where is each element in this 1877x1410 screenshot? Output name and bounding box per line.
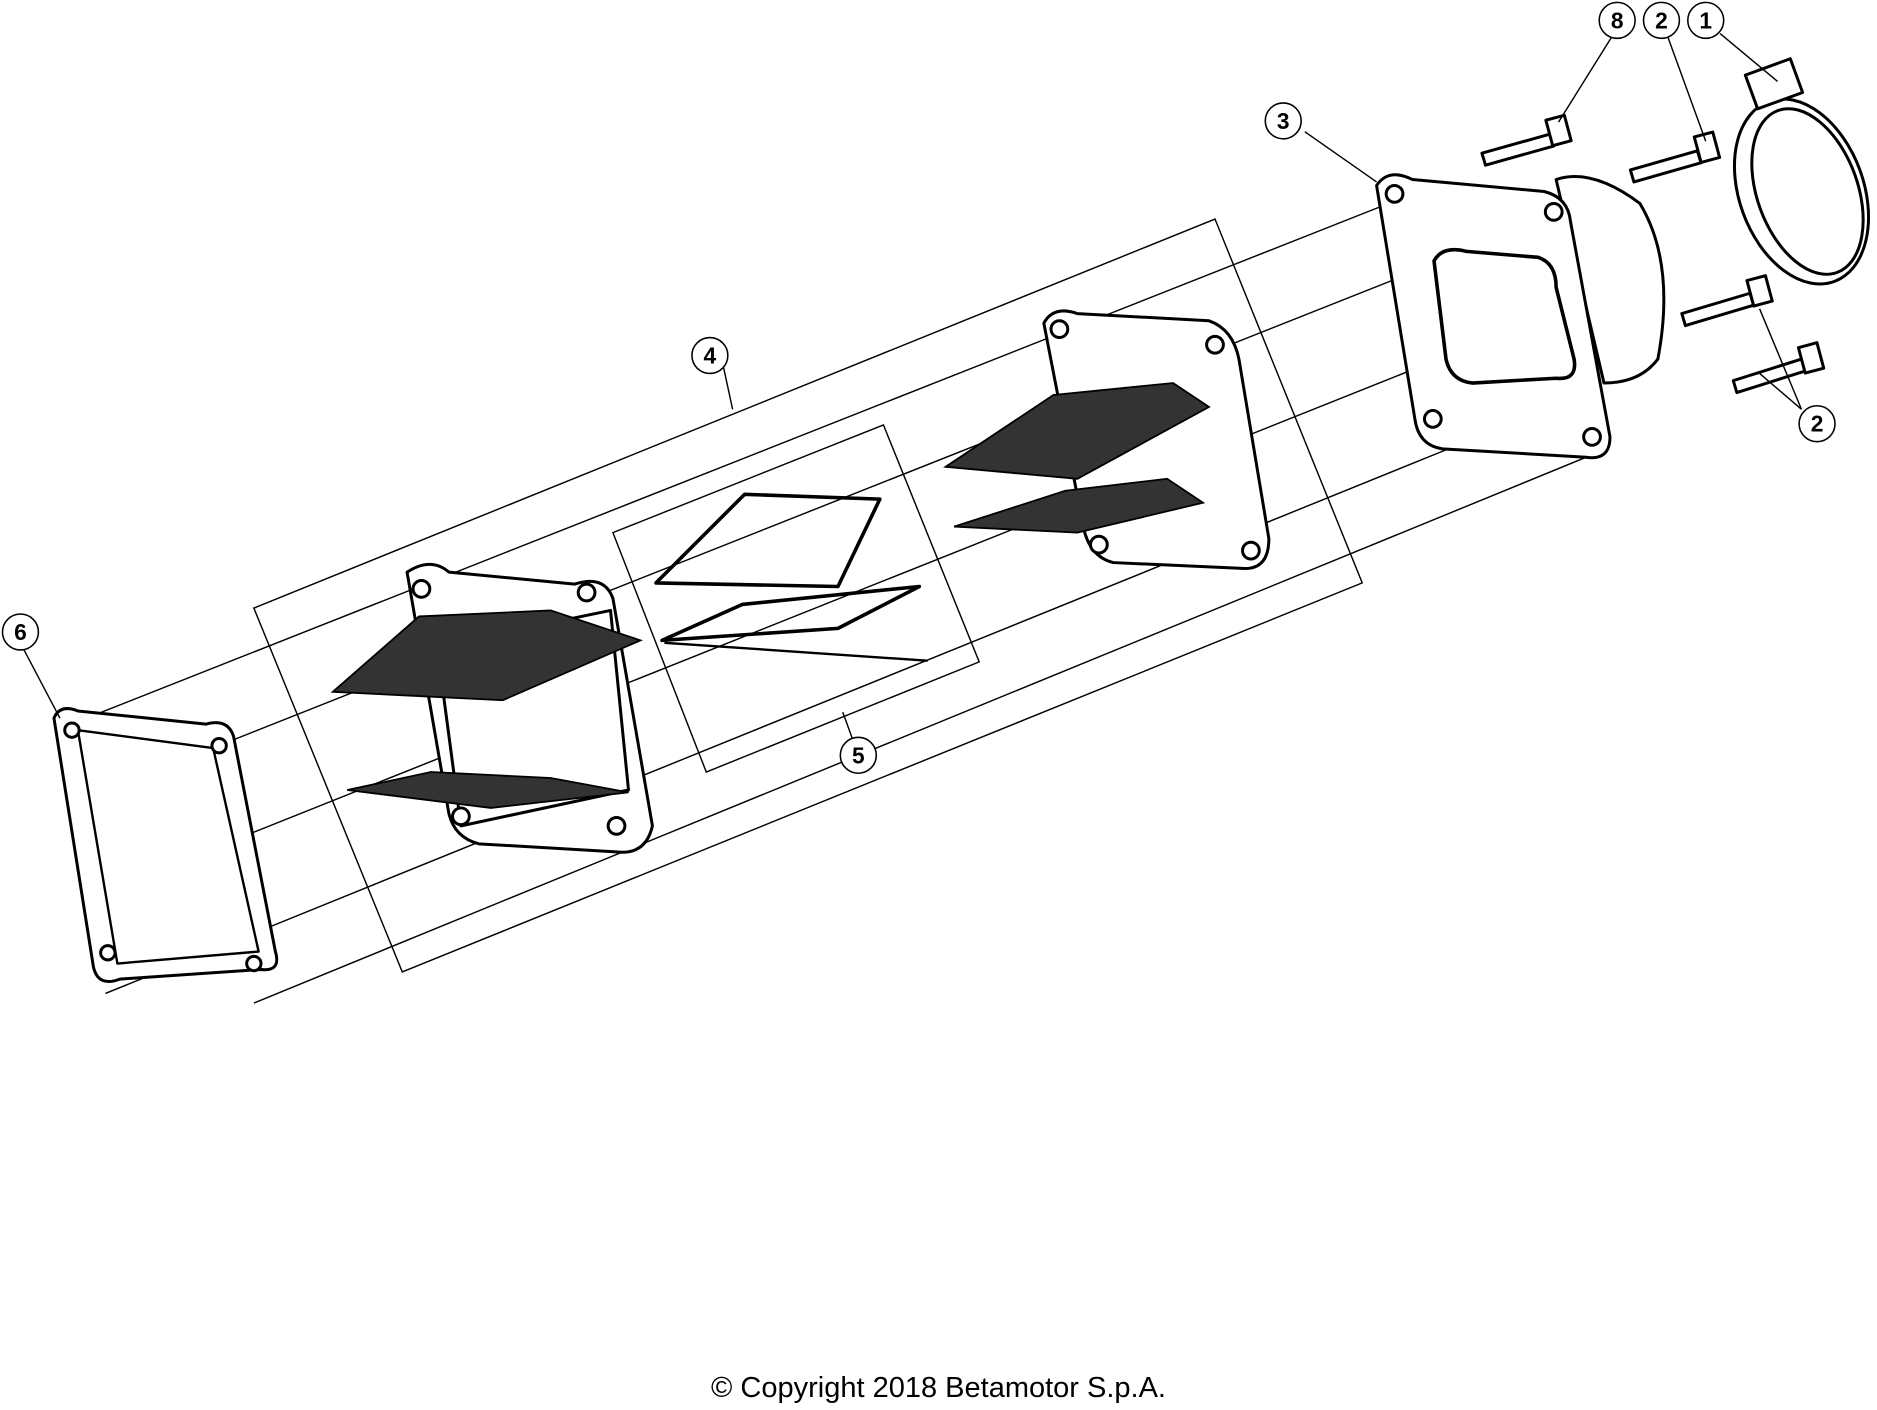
assembly-lines (74, 202, 1593, 1004)
svg-text:8: 8 (1611, 7, 1624, 33)
reed-block-part (330, 562, 654, 854)
svg-text:1: 1 (1699, 7, 1712, 33)
callout-6: 6 (1, 613, 40, 651)
callout-2-top: 2 (1642, 1, 1681, 40)
group-box-5 (612, 423, 981, 773)
intake-manifold-part-3 (1375, 173, 1666, 460)
callout-5: 5 (839, 736, 878, 775)
callout-3: 3 (1264, 102, 1302, 140)
bolts (1480, 113, 1826, 395)
svg-text:2: 2 (1655, 7, 1668, 33)
svg-text:2: 2 (1811, 411, 1824, 437)
callout-4: 4 (691, 336, 729, 375)
gasket-part-6 (52, 707, 279, 983)
callout-8: 8 (1598, 1, 1636, 40)
group-box-4 (252, 218, 1364, 973)
reed-petals-part-5 (654, 492, 928, 662)
callout-2-bottom: 2 (1798, 404, 1836, 443)
copyright-footer: © Copyright 2018 Betamotor S.p.A. (711, 1372, 1166, 1404)
hose-clamp-part-1 (1732, 57, 1871, 286)
svg-text:5: 5 (852, 742, 865, 768)
callout-1: 1 (1687, 1, 1725, 40)
svg-text:3: 3 (1277, 108, 1290, 134)
reed-valve-part (943, 309, 1271, 571)
leader-lines (23, 32, 1803, 739)
svg-text:4: 4 (704, 342, 717, 368)
svg-text:6: 6 (14, 619, 27, 645)
